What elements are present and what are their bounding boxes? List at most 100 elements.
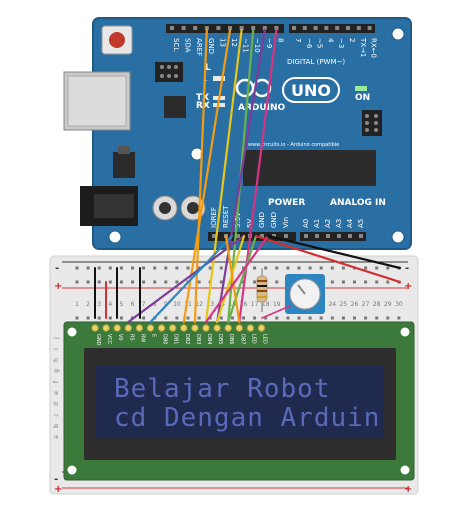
- rail-hole[interactable]: [197, 266, 201, 270]
- rail-hole[interactable]: [153, 266, 157, 270]
- terminal-hole[interactable]: [330, 316, 334, 320]
- terminal-hole[interactable]: [164, 316, 168, 320]
- header-pin[interactable]: [315, 234, 319, 238]
- rail-hole[interactable]: [264, 266, 268, 270]
- header-pin[interactable]: [204, 26, 209, 30]
- header-pin[interactable]: [313, 26, 318, 30]
- header-pin[interactable]: [251, 26, 256, 30]
- rail-hole[interactable]: [131, 266, 134, 270]
- rail-hole[interactable]: [297, 266, 301, 270]
- rail-hole[interactable]: [319, 266, 323, 270]
- terminal-hole[interactable]: [230, 316, 234, 320]
- rail-hole[interactable]: [275, 280, 279, 284]
- header-pin[interactable]: [292, 26, 296, 30]
- potentiometer[interactable]: [285, 274, 325, 314]
- terminal-hole[interactable]: [341, 316, 345, 320]
- rail-hole[interactable]: [175, 280, 179, 284]
- rail-hole[interactable]: [364, 280, 368, 284]
- wire-blue[interactable]: [149, 234, 234, 324]
- rail-hole[interactable]: [330, 266, 334, 270]
- rail-hole[interactable]: [242, 266, 245, 270]
- header-pin[interactable]: [212, 234, 216, 238]
- terminal-hole[interactable]: [364, 316, 368, 320]
- rail-hole[interactable]: [164, 266, 168, 270]
- wire-orange[interactable]: [182, 28, 232, 324]
- rail-hole[interactable]: [286, 266, 290, 270]
- wire-green-2[interactable]: [227, 234, 258, 324]
- rail-hole[interactable]: [97, 280, 101, 284]
- rail-hole[interactable]: [308, 266, 312, 270]
- terminal-hole[interactable]: [375, 316, 379, 320]
- terminal-hole[interactable]: [353, 316, 356, 320]
- terminal-hole[interactable]: [186, 316, 190, 320]
- rail-hole[interactable]: [108, 266, 112, 270]
- wire-black-gnd[interactable]: [266, 234, 402, 270]
- lcd-pin[interactable]: [213, 324, 221, 332]
- rail-hole[interactable]: [375, 266, 379, 270]
- header-pin[interactable]: [284, 234, 288, 238]
- terminal-hole[interactable]: [319, 316, 323, 320]
- terminal-hole[interactable]: [108, 316, 112, 320]
- wire-purple[interactable]: [216, 28, 266, 324]
- lcd-pin[interactable]: [246, 324, 255, 332]
- header-pin[interactable]: [304, 234, 308, 238]
- rail-hole[interactable]: [86, 266, 90, 270]
- wire-yellow-2[interactable]: [216, 234, 246, 324]
- wire-orange-3[interactable]: [224, 234, 241, 324]
- rail-hole[interactable]: [164, 280, 168, 284]
- rail-hole[interactable]: [275, 266, 279, 270]
- lcd-pin[interactable]: [257, 324, 266, 332]
- rail-hole[interactable]: [353, 280, 356, 284]
- lcd-pin[interactable]: [135, 324, 144, 332]
- rail-hole[interactable]: [386, 280, 390, 284]
- terminal-hole[interactable]: [86, 316, 90, 320]
- header-pin[interactable]: [260, 234, 264, 238]
- arduino-board[interactable]: 1 TX RX L ARDUINO UNO ON www.circuits.io…: [63, 17, 412, 250]
- header-pin[interactable]: [302, 26, 307, 30]
- terminal-hole[interactable]: [219, 316, 223, 320]
- rail-hole[interactable]: [75, 266, 79, 270]
- terminal-hole[interactable]: [197, 316, 201, 320]
- lcd-pin[interactable]: [102, 324, 110, 332]
- rail-hole[interactable]: [364, 266, 368, 270]
- lcd-pin[interactable]: [91, 324, 99, 332]
- rail-hole[interactable]: [208, 266, 212, 270]
- resistor[interactable]: [256, 268, 268, 312]
- rail-hole[interactable]: [341, 266, 345, 270]
- lcd-pin[interactable]: [146, 324, 155, 332]
- rail-hole[interactable]: [131, 280, 134, 284]
- terminal-hole[interactable]: [386, 316, 390, 320]
- header-pin[interactable]: [193, 26, 198, 30]
- terminal-hole[interactable]: [142, 316, 146, 320]
- wires[interactable]: [94, 28, 402, 324]
- rail-hole[interactable]: [219, 266, 223, 270]
- header-pin[interactable]: [170, 26, 174, 30]
- terminal-hole[interactable]: [275, 316, 279, 320]
- lcd-pin[interactable]: [169, 324, 177, 332]
- rail-hole[interactable]: [386, 266, 390, 270]
- header-pin[interactable]: [326, 234, 330, 238]
- header-pin[interactable]: [262, 26, 267, 30]
- lcd-pin[interactable]: [224, 324, 232, 332]
- wire-pink-2[interactable]: [204, 234, 270, 324]
- header-pin[interactable]: [272, 234, 276, 238]
- header-pin[interactable]: [324, 26, 329, 30]
- wire-pink[interactable]: [238, 28, 278, 324]
- lcd-pin[interactable]: [191, 324, 199, 332]
- lcd-pin[interactable]: [202, 324, 210, 332]
- terminal-hole[interactable]: [286, 316, 290, 320]
- terminal-hole[interactable]: [264, 316, 268, 320]
- rail-hole[interactable]: [253, 266, 257, 270]
- rail-hole[interactable]: [175, 266, 179, 270]
- lcd-pin[interactable]: [113, 324, 121, 332]
- rail-hole[interactable]: [75, 280, 79, 284]
- wire-purple-2[interactable]: [127, 234, 246, 324]
- header-pin[interactable]: [337, 234, 341, 238]
- header-pin[interactable]: [239, 26, 244, 30]
- wire-red-5v[interactable]: [254, 234, 402, 284]
- rail-hole[interactable]: [86, 280, 90, 284]
- rail-hole[interactable]: [142, 266, 146, 270]
- terminal-hole[interactable]: [253, 316, 257, 320]
- rail-hole[interactable]: [197, 280, 201, 284]
